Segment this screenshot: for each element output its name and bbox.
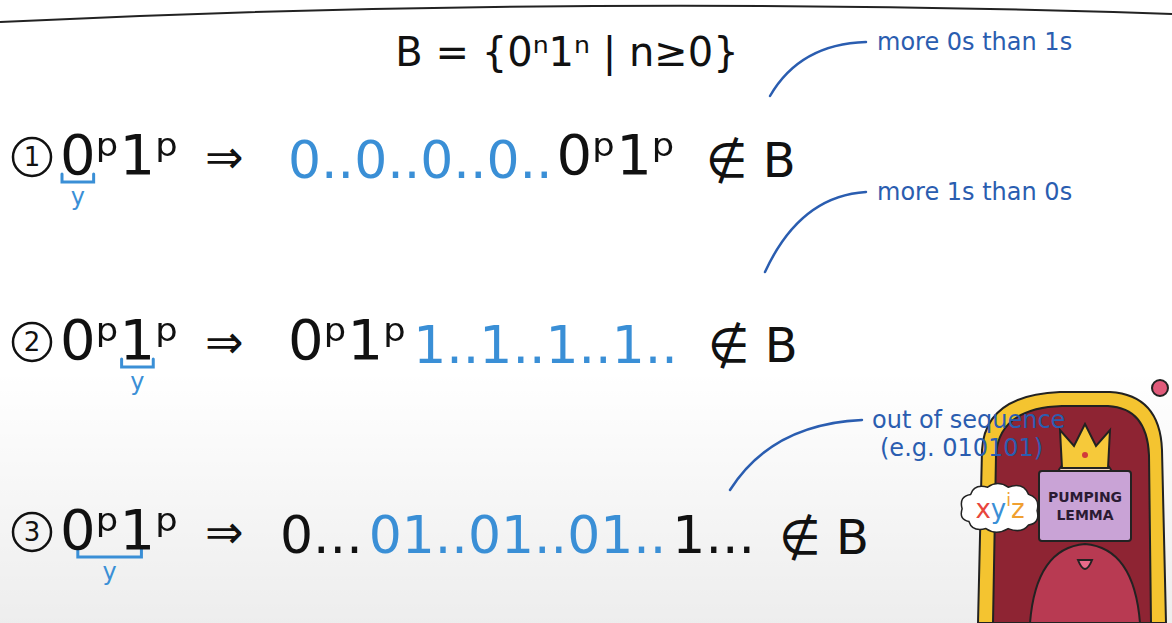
background-band: [0, 370, 1172, 623]
implies-arrow: ⇒: [205, 319, 244, 365]
string-expression: 0ᵖ1ᵖ: [60, 127, 179, 183]
not-in-language: ∉ B: [706, 136, 796, 184]
not-in-language: ∉ B: [779, 513, 869, 561]
formula-letter: i: [1006, 490, 1011, 510]
leader-line: [730, 420, 862, 490]
substring-label: y: [71, 185, 85, 209]
not-in-language: ∉ B: [708, 321, 798, 369]
formula-letter: z: [1011, 494, 1025, 524]
step-number: 2: [24, 329, 41, 355]
lemma-book: PUMPING LEMMA: [1038, 470, 1132, 542]
annotation: out of sequence: [872, 408, 1065, 432]
formula-letter: y: [991, 494, 1006, 524]
string-expression: 0ᵖ1ᵖ: [60, 502, 179, 558]
pumped-part: 0..0..0..0..: [288, 134, 553, 186]
king-body: [1030, 544, 1140, 623]
step-number: 3: [24, 519, 41, 545]
book-title: PUMPING LEMMA: [1045, 488, 1125, 524]
string-expression: 0ᵖ1ᵖ: [60, 312, 179, 368]
annotation: more 1s than 0s: [877, 180, 1072, 204]
string-expression: 1...: [672, 509, 755, 561]
leader-line: [765, 192, 866, 272]
number-circle: [13, 513, 51, 551]
annotation: more 0s than 1s: [877, 30, 1072, 54]
frame-line: [0, 6, 1172, 22]
string-expression: 0ᵖ1ᵖ: [288, 312, 407, 368]
string-expression: 0...: [280, 509, 363, 561]
substring-label: y: [130, 370, 144, 394]
number-circle: [13, 323, 51, 361]
throne-finial: [1152, 380, 1168, 396]
king-mouth: [1078, 560, 1092, 569]
substring-label: y: [103, 560, 117, 584]
leader-line: [770, 42, 866, 96]
crown: [1060, 424, 1110, 468]
step-number: 1: [24, 144, 41, 170]
thought-cloud: xyiz: [957, 480, 1042, 534]
implies-arrow: ⇒: [205, 509, 244, 555]
annotation: (e.g. 010101): [880, 436, 1043, 460]
formula-letter: x: [975, 494, 990, 524]
cloud-shape: [962, 484, 1039, 533]
string-expression: 0ᵖ1ᵖ: [557, 127, 676, 183]
implies-arrow: ⇒: [205, 134, 244, 180]
formula-title: B = {0ⁿ1ⁿ | n≥0}: [395, 32, 738, 72]
pumped-part: 01..01..01..: [369, 509, 667, 561]
pumped-part: 1..1..1..1..: [413, 319, 678, 371]
crown-jewel: [1082, 452, 1088, 458]
number-circle: [13, 138, 51, 176]
